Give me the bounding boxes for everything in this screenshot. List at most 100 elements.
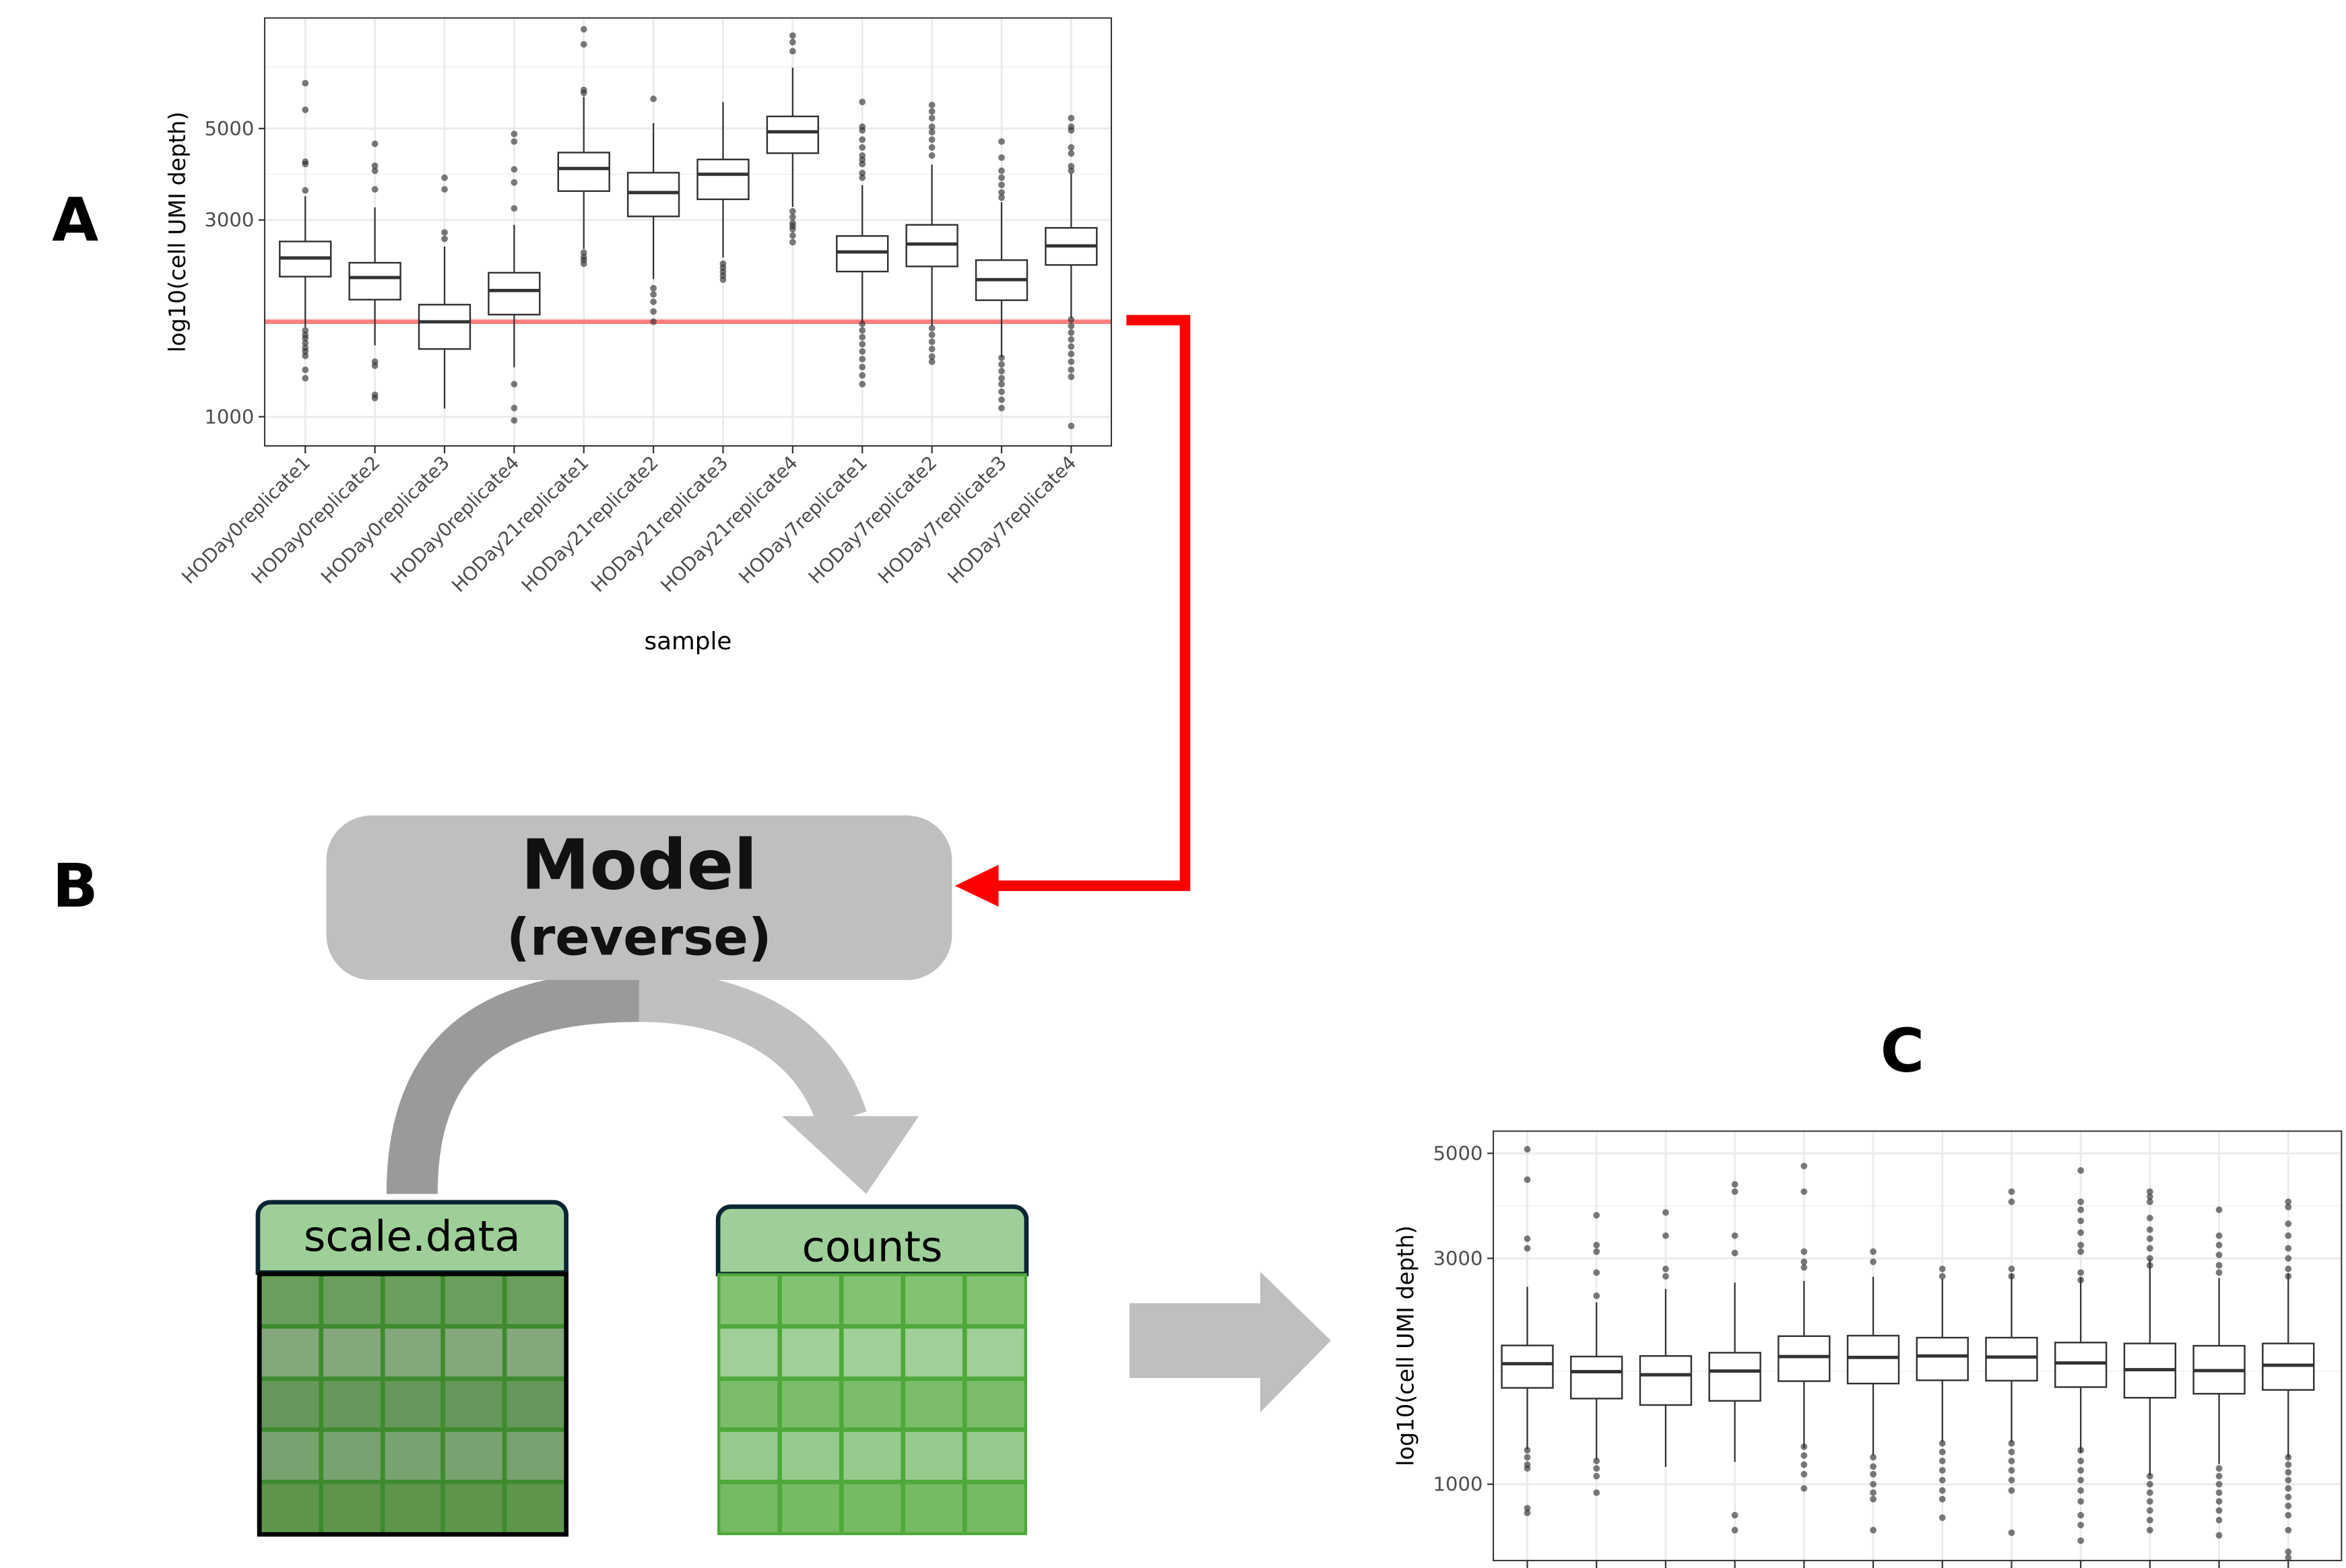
outlier-point: [2215, 1489, 2223, 1496]
outlier-point: [1870, 1489, 1877, 1496]
outlier-point: [302, 160, 309, 168]
outlier-point: [2077, 1537, 2085, 1544]
outlier-point: [1800, 1452, 1808, 1459]
outlier-point: [1870, 1258, 1877, 1266]
outlier-point: [2285, 1484, 2292, 1492]
outlier-point: [859, 381, 866, 388]
matrix-cell: [905, 1432, 963, 1480]
outlier-point: [859, 333, 866, 341]
outlier-point: [2008, 1448, 2015, 1456]
outlier-point: [1800, 1258, 1808, 1266]
panel-label-a: A: [52, 187, 99, 256]
outlier-point: [1800, 1443, 1808, 1450]
outlier-point: [2215, 1206, 2223, 1213]
matrix-cell: [261, 1276, 319, 1324]
outlier-point: [928, 115, 936, 122]
outlier-point: [1068, 343, 1075, 350]
outlier-point: [650, 285, 657, 292]
matrix-cell: [905, 1380, 963, 1429]
y-tick-label: 5000: [204, 117, 254, 140]
outlier-point: [719, 276, 727, 284]
curved-arrow-head-icon: [782, 1116, 919, 1194]
outlier-point: [859, 143, 866, 151]
box: [557, 152, 610, 192]
outlier-point: [1938, 1448, 1946, 1456]
box: [348, 261, 401, 301]
outlier-point: [2285, 1468, 2292, 1476]
matrix-cell: [967, 1328, 1024, 1376]
red-arrowhead-icon: [954, 864, 999, 907]
model-title: Model: [521, 824, 758, 905]
matrix-cell: [720, 1432, 778, 1480]
scale-data-label: scale.data: [303, 1212, 521, 1262]
matrix-cell: [384, 1432, 442, 1480]
outlier-point: [2285, 1272, 2292, 1280]
outlier-point: [928, 358, 936, 365]
matrix-cell: [261, 1432, 319, 1480]
matrix-cell: [384, 1380, 442, 1429]
outlier-point: [2285, 1245, 2292, 1252]
outlier-point: [1593, 1465, 1600, 1472]
outlier-point: [998, 354, 1005, 362]
matrix-cell: [843, 1276, 901, 1324]
outlier-point: [650, 318, 657, 325]
outlier-point: [2146, 1262, 2153, 1269]
outlier-point: [789, 48, 796, 55]
outlier-point: [998, 189, 1005, 196]
outlier-point: [1068, 350, 1075, 358]
outlier-point: [998, 381, 1005, 388]
outlier-point: [2077, 1229, 2085, 1236]
outlier-point: [1800, 1188, 1808, 1196]
outlier-point: [1593, 1489, 1600, 1496]
outlier-point: [2077, 1458, 2085, 1464]
outlier-point: [1938, 1495, 1946, 1503]
outlier-point: [859, 127, 866, 134]
outlier-point: [928, 325, 936, 332]
box: [2054, 1342, 2108, 1388]
outlier-point: [2146, 1507, 2153, 1514]
outlier-point: [1870, 1453, 1877, 1461]
matrix-cell: [261, 1328, 319, 1376]
outlier-point: [1731, 1181, 1738, 1188]
matrix-cell: [720, 1380, 778, 1429]
outlier-point: [928, 108, 936, 115]
outlier-point: [1068, 336, 1075, 343]
outlier-point: [650, 95, 657, 102]
outlier-point: [998, 167, 1005, 174]
outlier-point: [928, 338, 936, 346]
outlier-point: [1938, 1458, 1946, 1464]
outlier-point: [441, 174, 448, 181]
outlier-point: [371, 162, 379, 170]
outlier-point: [2077, 1198, 2085, 1206]
outlier-point: [441, 235, 448, 242]
outlier-point: [1662, 1232, 1669, 1239]
outlier-point: [859, 341, 866, 348]
outlier-point: [1800, 1484, 1808, 1492]
matrix-cell: [720, 1328, 778, 1376]
outlier-point: [1938, 1467, 1946, 1474]
outlier-point: [2077, 1217, 2085, 1224]
outlier-point: [1938, 1487, 1946, 1494]
matrix-cell: [384, 1484, 442, 1532]
outlier-point: [789, 38, 796, 46]
outlier-point: [1524, 1509, 1531, 1517]
outlier-point: [2008, 1266, 2015, 1272]
outlier-point: [2146, 1472, 2153, 1480]
outlier-point: [1662, 1209, 1669, 1216]
outlier-point: [2285, 1548, 2292, 1555]
outlier-point: [2215, 1472, 2223, 1480]
outlier-point: [859, 136, 866, 143]
outlier-point: [580, 260, 587, 267]
outlier-point: [1593, 1458, 1600, 1464]
outlier-point: [859, 372, 866, 379]
matrix-cell: [261, 1484, 319, 1532]
outlier-point: [302, 352, 309, 360]
y-tick-label: 5000: [1433, 1142, 1483, 1165]
outlier-point: [302, 106, 309, 113]
outlier-point: [859, 356, 866, 363]
outlier-point: [2146, 1255, 2153, 1262]
matrix-cell: [843, 1432, 901, 1480]
outlier-point: [2077, 1206, 2085, 1213]
scale-data-header: scale.data: [255, 1200, 568, 1275]
